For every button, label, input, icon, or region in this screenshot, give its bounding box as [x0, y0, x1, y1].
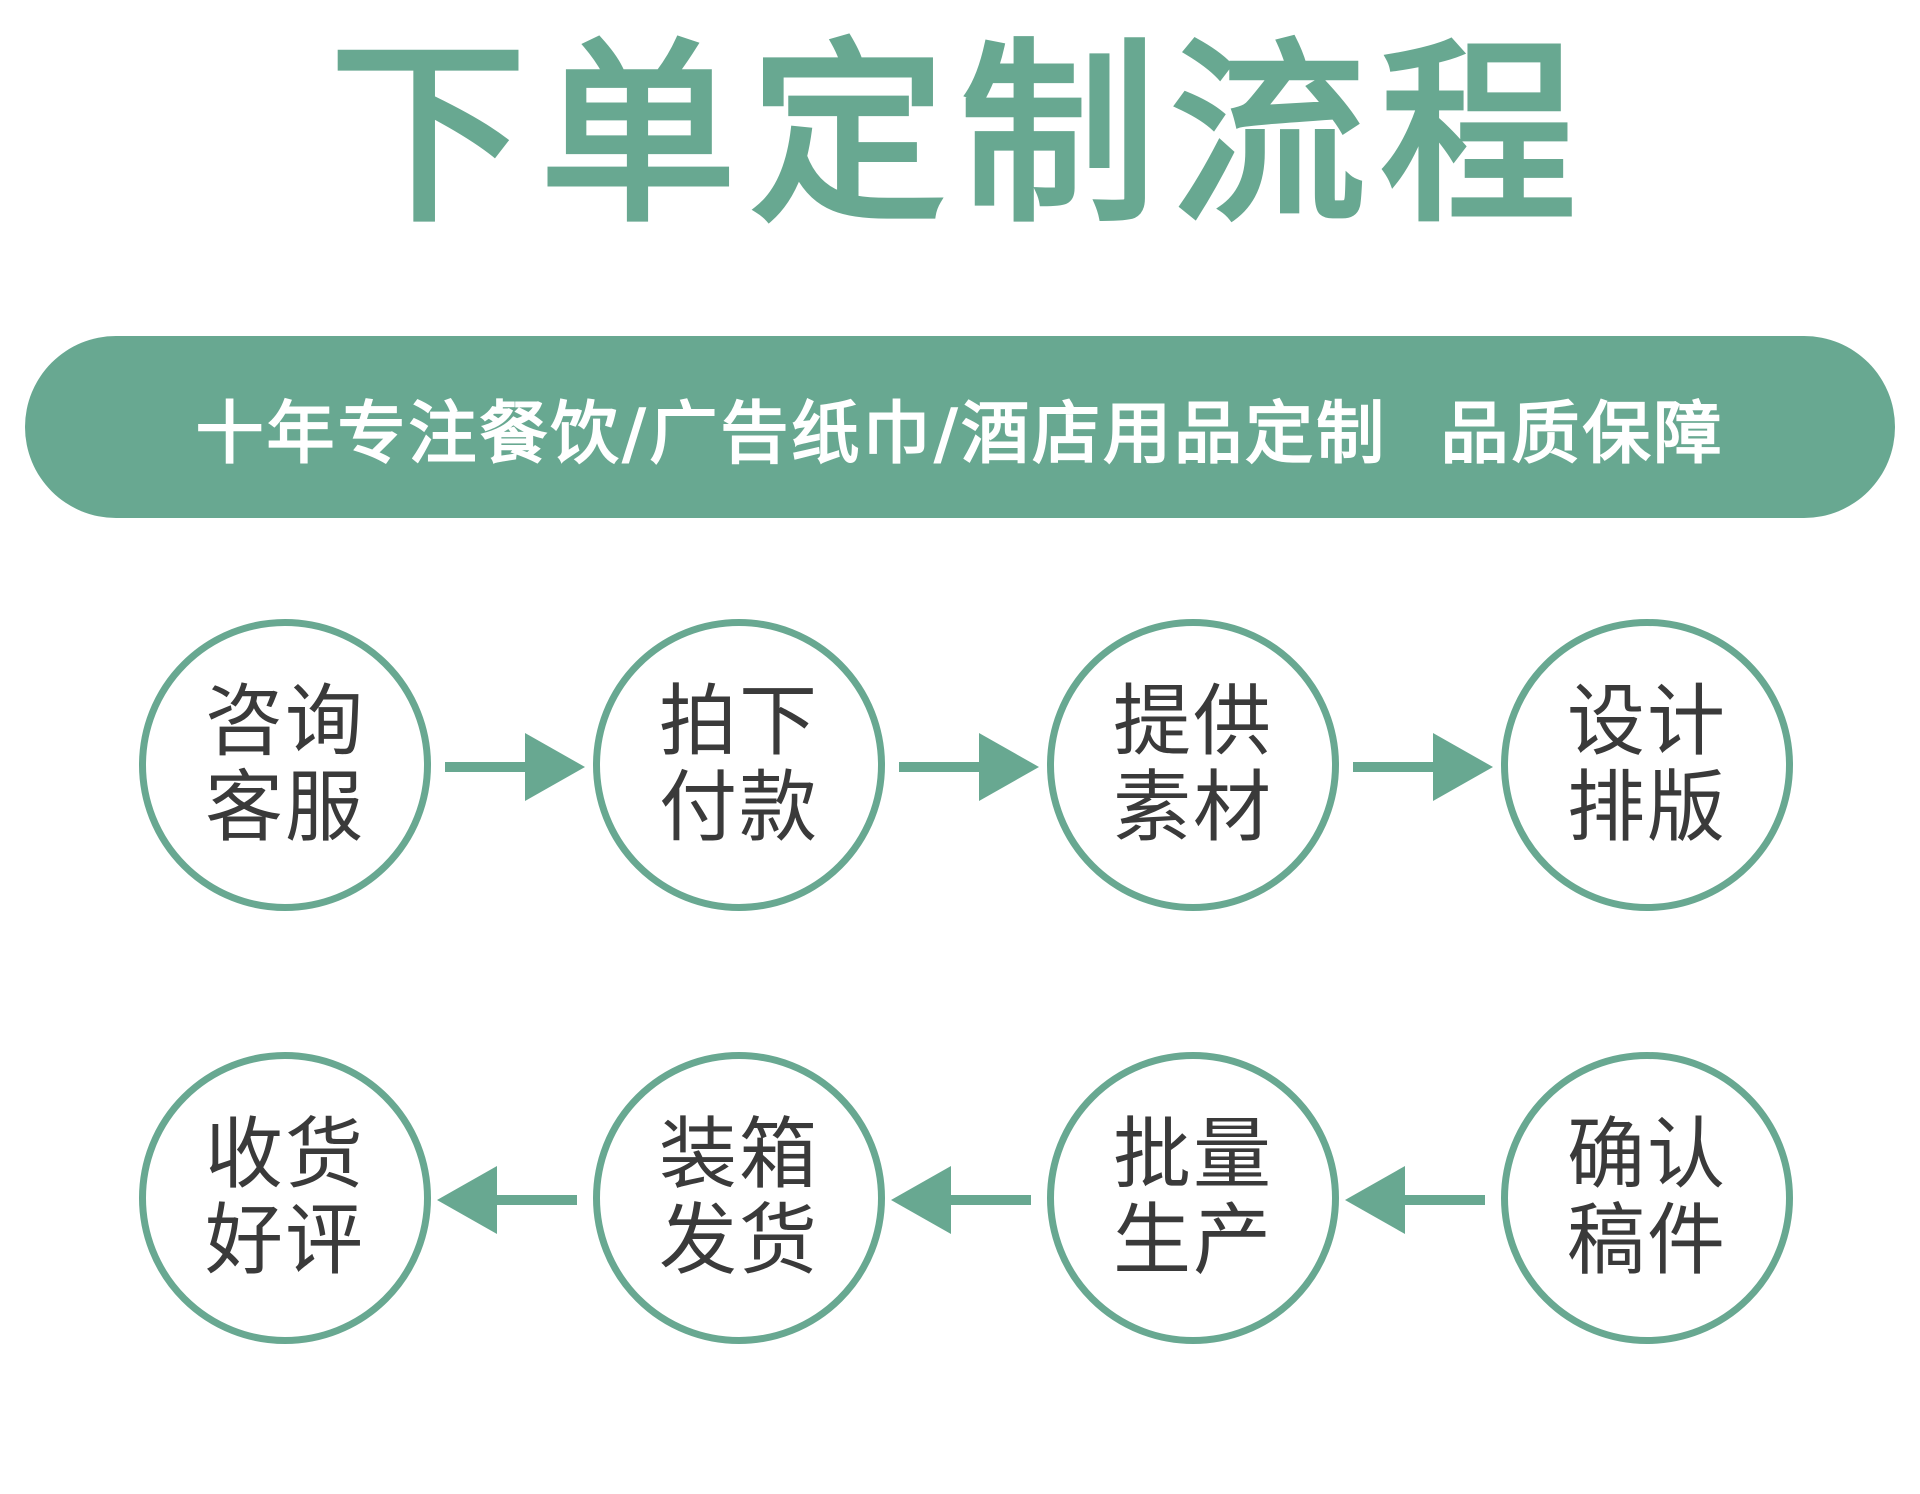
step-4-line2: 排版: [1566, 763, 1727, 853]
step-2-line1: 拍下: [658, 677, 819, 767]
step-3: 提供 素材: [1047, 619, 1339, 911]
step-5-line2: 稿件: [1566, 1196, 1727, 1286]
step-7: 装箱 发货: [593, 1052, 885, 1344]
arrow-left-icon: [891, 1166, 1031, 1234]
step-3-line1: 提供: [1112, 677, 1273, 767]
slogan-text: 十年专注餐饮/广告纸巾/酒店用品定制 品质保障: [195, 393, 1725, 474]
step-6-line1: 批量: [1112, 1110, 1273, 1200]
step-8: 收货 好评: [139, 1052, 431, 1344]
arrow-right-icon: [899, 733, 1039, 801]
step-2-line2: 付款: [658, 763, 819, 853]
step-4: 设计 排版: [1501, 619, 1793, 911]
step-8-line2: 好评: [204, 1196, 365, 1286]
step-1-line2: 客服: [204, 763, 365, 853]
step-5-line1: 确认: [1566, 1110, 1727, 1200]
step-6-line2: 生产: [1112, 1196, 1273, 1286]
arrow-left-icon: [437, 1166, 577, 1234]
step-3-line2: 素材: [1112, 763, 1273, 853]
step-1-line1: 咨询: [204, 677, 365, 767]
step-6: 批量 生产: [1047, 1052, 1339, 1344]
arrow-right-icon: [445, 733, 585, 801]
arrow-left-icon: [1345, 1166, 1485, 1234]
step-8-line1: 收货: [204, 1110, 365, 1200]
step-4-line1: 设计: [1566, 677, 1727, 767]
slogan-banner: 十年专注餐饮/广告纸巾/酒店用品定制 品质保障: [25, 336, 1895, 518]
arrow-right-icon: [1353, 733, 1493, 801]
step-2: 拍下 付款: [593, 619, 885, 911]
step-7-line2: 发货: [658, 1196, 819, 1286]
step-1: 咨询 客服: [139, 619, 431, 911]
step-5: 确认 稿件: [1501, 1052, 1793, 1344]
page-title: 下单定制流程: [329, 20, 1590, 250]
step-7-line1: 装箱: [658, 1110, 819, 1200]
